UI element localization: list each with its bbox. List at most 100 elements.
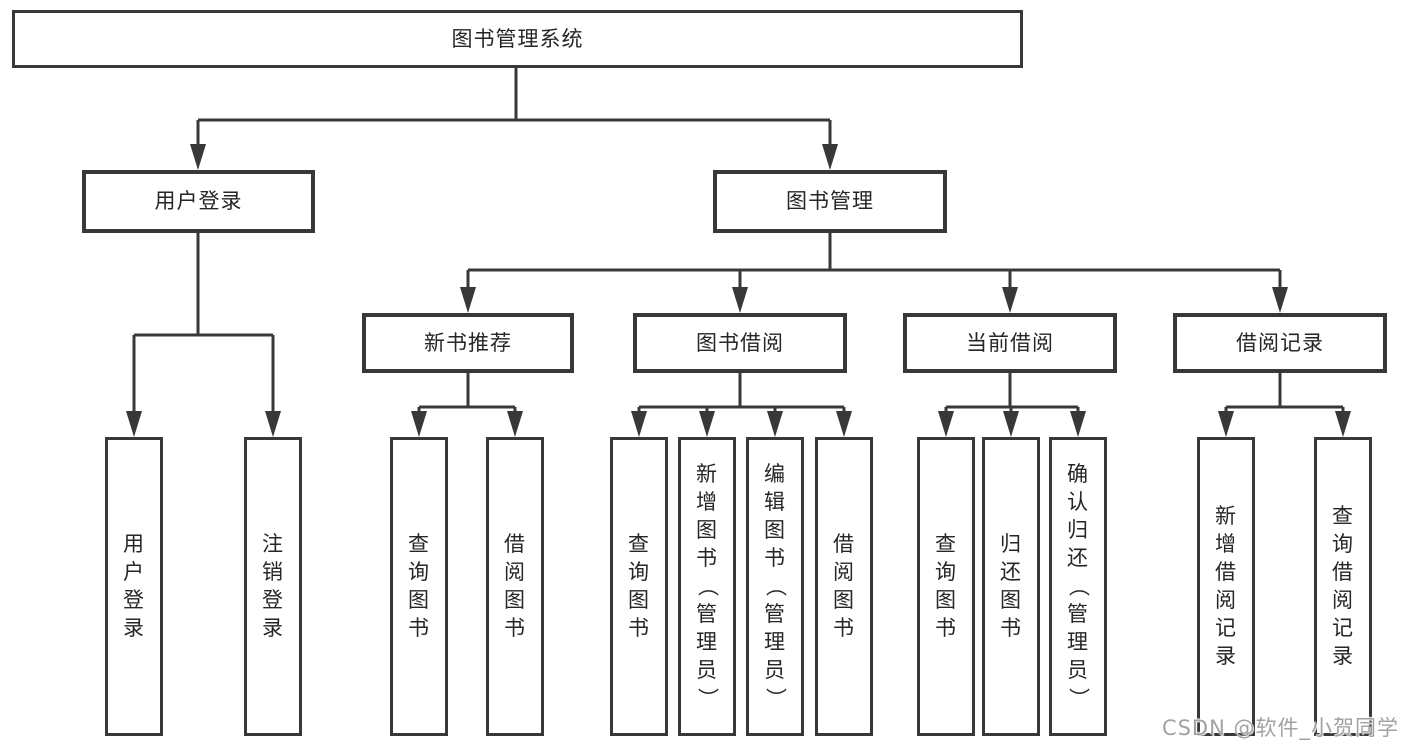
node-current-borrow: 当前借阅 xyxy=(903,313,1117,373)
vertical-char: 询 xyxy=(935,560,957,584)
vertical-char: 书 xyxy=(504,616,526,640)
vertical-char: 图 xyxy=(935,588,957,612)
leaf-query-borrow-record: 查询借阅记录 xyxy=(1314,437,1372,736)
leaf-add-borrow-record: 新增借阅记录 xyxy=(1197,437,1255,736)
vertical-char: 书 xyxy=(935,616,957,640)
vertical-char: 新 xyxy=(1215,504,1237,528)
vertical-char: 用 xyxy=(123,532,145,556)
leaf-return-books: 归还图书 xyxy=(982,437,1040,736)
leaf-edit-books-admin: 编辑图书（管理员） xyxy=(746,437,804,736)
vertical-char: 录 xyxy=(1332,644,1354,668)
arrowhead-icon xyxy=(1003,411,1019,437)
arrowhead-icon xyxy=(699,411,715,437)
vertical-char: 书 xyxy=(764,546,786,570)
vertical-char: 询 xyxy=(628,560,650,584)
vertical-char: 注 xyxy=(262,532,284,556)
vertical-char: 询 xyxy=(1332,532,1354,556)
arrowhead-icon xyxy=(732,287,748,313)
arrowhead-icon xyxy=(631,411,647,437)
vertical-char: ） xyxy=(763,687,788,710)
vertical-char: 录 xyxy=(262,616,284,640)
vertical-char: 图 xyxy=(833,588,855,612)
vertical-char: 归 xyxy=(1000,532,1022,556)
leaf-query-books-borrow: 查询图书 xyxy=(610,437,668,736)
node-book-management: 图书管理 xyxy=(713,170,947,233)
vertical-char: 图 xyxy=(628,588,650,612)
vertical-char: 新 xyxy=(696,462,718,486)
arrowhead-icon xyxy=(822,144,838,170)
vertical-char: 查 xyxy=(935,532,957,556)
arrowhead-icon xyxy=(938,411,954,437)
vertical-char: 理 xyxy=(1067,630,1089,654)
node-label: 图书管理 xyxy=(786,189,874,213)
vertical-char: 借 xyxy=(504,532,526,556)
node-label: 新书推荐 xyxy=(424,330,512,355)
vertical-char: 管 xyxy=(764,602,786,626)
vertical-char: （ xyxy=(1066,575,1091,598)
vertical-char: 阅 xyxy=(504,560,526,584)
vertical-char: 询 xyxy=(408,560,430,584)
vertical-char: 增 xyxy=(1215,532,1237,556)
vertical-char: 图 xyxy=(696,518,718,542)
vertical-char: 图 xyxy=(504,588,526,612)
node-label: 借阅记录 xyxy=(1236,330,1324,355)
node-label: 图书管理系统 xyxy=(451,26,584,51)
node-label: 图书借阅 xyxy=(696,330,784,355)
vertical-char: 归 xyxy=(1067,518,1089,542)
vertical-char: 阅 xyxy=(833,560,855,584)
node-borrow-records: 借阅记录 xyxy=(1173,313,1387,373)
arrowhead-icon xyxy=(1272,287,1288,313)
leaf-confirm-return-admin: 确认归还（管理员） xyxy=(1049,437,1107,736)
leaf-query-books-current: 查询图书 xyxy=(917,437,975,736)
vertical-char: 书 xyxy=(408,616,430,640)
vertical-char: 登 xyxy=(123,588,145,612)
leaf-borrow-books: 借阅图书 xyxy=(815,437,873,736)
leaf-borrow-books-recommend: 借阅图书 xyxy=(486,437,544,736)
arrowhead-icon xyxy=(1335,411,1351,437)
vertical-char: 员 xyxy=(696,658,718,682)
arrowhead-icon xyxy=(1002,287,1018,313)
leaf-logout: 注销登录 xyxy=(244,437,302,736)
vertical-char: 借 xyxy=(833,532,855,556)
arrowhead-icon xyxy=(507,411,523,437)
vertical-char: 记 xyxy=(1215,616,1237,640)
vertical-char: 书 xyxy=(1000,616,1022,640)
vertical-char: 记 xyxy=(1332,616,1354,640)
arrowhead-icon xyxy=(1070,411,1086,437)
vertical-char: 书 xyxy=(833,616,855,640)
arrowhead-icon xyxy=(1218,411,1234,437)
node-user-login: 用户登录 xyxy=(82,170,315,233)
vertical-char: 还 xyxy=(1067,546,1089,570)
csdn-watermark: CSDN @软件_小贺同学 xyxy=(1161,716,1399,740)
vertical-char: 查 xyxy=(1332,504,1354,528)
vertical-char: 认 xyxy=(1067,490,1089,514)
vertical-char: 图 xyxy=(764,518,786,542)
vertical-char: 录 xyxy=(1215,644,1237,668)
vertical-char: 确 xyxy=(1067,462,1089,486)
arrowhead-icon xyxy=(411,411,427,437)
vertical-char: 还 xyxy=(1000,560,1022,584)
vertical-char: （ xyxy=(695,575,720,598)
vertical-char: 增 xyxy=(696,490,718,514)
vertical-char: 辑 xyxy=(764,490,786,514)
vertical-char: 编 xyxy=(764,462,786,486)
arrowhead-icon xyxy=(836,411,852,437)
vertical-char: 阅 xyxy=(1332,588,1354,612)
vertical-char: 查 xyxy=(408,532,430,556)
vertical-char: 理 xyxy=(764,630,786,654)
vertical-char: 户 xyxy=(123,560,145,584)
vertical-char: ） xyxy=(1066,687,1091,710)
vertical-char: ） xyxy=(695,687,720,710)
arrowhead-icon xyxy=(126,411,142,437)
node-label: 当前借阅 xyxy=(966,330,1054,355)
vertical-char: 录 xyxy=(123,616,145,640)
vertical-char: 员 xyxy=(1067,658,1089,682)
node-book-borrow: 图书借阅 xyxy=(633,313,847,373)
arrowhead-icon xyxy=(265,411,281,437)
vertical-char: 图 xyxy=(408,588,430,612)
arrowhead-icon xyxy=(460,287,476,313)
arrowhead-icon xyxy=(767,411,783,437)
vertical-char: 管 xyxy=(696,602,718,626)
